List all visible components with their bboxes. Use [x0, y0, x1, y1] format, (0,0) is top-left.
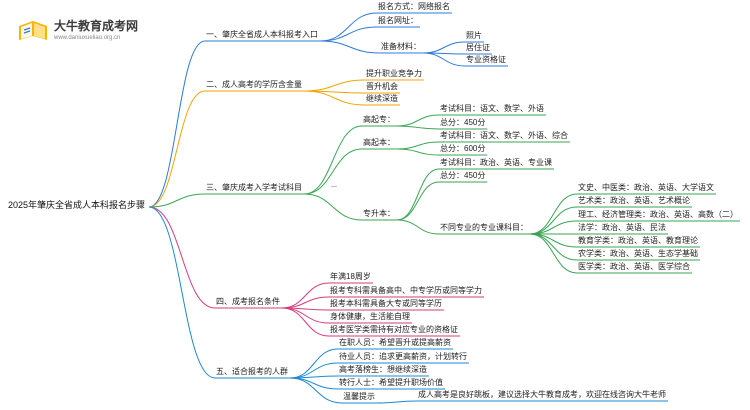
edge-connector [303, 90, 366, 106]
edge-connector [289, 377, 343, 404]
condition-medical-certificate: 报考医学类需持有对应专业的资格证 [330, 325, 458, 334]
gqb-total: 总分：600分 [440, 144, 486, 153]
audience-tips: 温馨提示 [343, 392, 375, 401]
major-medicine: 医学类：政治、英语、医学综合 [578, 262, 690, 271]
brand-title: 大牛教育成考网 [54, 19, 139, 33]
edge-connector [289, 377, 339, 390]
condition-health: 身体健康，生活能自理 [330, 312, 410, 321]
root-branch-1-connector [148, 40, 206, 208]
edge-connector [529, 233, 578, 274]
root-topic: 2025年肇庆全省成人本科报名步骤 [8, 200, 146, 210]
book-right-page [34, 23, 45, 39]
edge-connector [529, 206, 578, 235]
edge-connector [303, 79, 366, 92]
audience-career-changers: 转行人士：希望提升职场价值 [339, 378, 443, 387]
edge-connector [281, 307, 330, 337]
root-branch-3-connector [149, 193, 206, 208]
collapse-toggle[interactable]: — [331, 184, 337, 190]
branch-3-title: 三、肇庆成考入学考试科目 [206, 183, 302, 192]
root-branch-5-connector [148, 206, 216, 379]
material-professional-certificate: 专业资格证 [466, 55, 506, 64]
open-book-icon [19, 21, 47, 40]
edge-connector [319, 26, 378, 42]
edge-connector [319, 40, 381, 54]
edge-connector [396, 181, 440, 221]
branch-2-title: 二、成人高考的学历含金量 [206, 80, 302, 89]
gqb-label: 高起本： [363, 138, 395, 147]
major-science-economics: 理工、经济管理类：政治、英语、高数（二） [578, 210, 738, 219]
major-literature: 文史、中医类：政治、英语、大学语文 [578, 183, 714, 192]
edge-connector [422, 52, 466, 67]
brand-url: www.daniuxueliao.org.cn [54, 35, 121, 41]
branch-4-title: 四、成考报名条件 [216, 297, 280, 306]
audience-unemployed: 待业人员：追求更高薪资，计划转行 [339, 352, 467, 361]
branch-5-title: 五、适合报考的人群 [216, 367, 288, 376]
root-branch-2-connector [148, 90, 206, 208]
zsb-label: 专升本： [363, 209, 395, 218]
edge-connector [396, 125, 440, 130]
gqz-total: 总分：450分 [440, 118, 486, 127]
edge-connector [303, 125, 363, 195]
major-law: 法学：政治、英语、民法 [578, 223, 666, 232]
audience-employed: 在职人员：希望晋升或提高薪资 [339, 338, 451, 347]
branch-1-materials: 准备材料： [381, 42, 421, 51]
book-blue-stroke [23, 27, 31, 34]
edge-connector [396, 141, 440, 150]
edge-connector [376, 400, 418, 404]
branch-1-registration-method: 报名方式：网络报名 [378, 2, 450, 11]
tip-consult: 成人高考是良好跳板，建议选择大牛教育成考，欢迎在线咨询大牛老师 [418, 390, 666, 399]
edge-connector [281, 282, 330, 309]
material-residence-permit: 居住证 [466, 43, 490, 52]
gqb-subjects: 考试科目：语文、数学、外语、综合 [440, 131, 568, 140]
zsb-total: 总分：450分 [440, 171, 486, 180]
condition-bachelor-degree: 报考本科需具备大专或同等学历 [330, 299, 442, 308]
edge-connector [396, 114, 440, 127]
gqz-label: 高起专： [363, 115, 395, 124]
major-arts: 艺术类：政治、英语、艺术概论 [578, 196, 690, 205]
edge-connector [303, 193, 363, 221]
edge-connector [422, 41, 466, 54]
root-branch-4-connector [149, 206, 216, 309]
branch-1-title: 一、肇庆全省成人本科报考入口 [206, 30, 318, 39]
value-career-competitiveness: 提升职业竞争力 [366, 69, 422, 78]
zsb-major-subjects: 不同专业的专业课科目： [440, 223, 528, 232]
condition-age: 年满18周岁 [330, 272, 371, 281]
edge-connector [281, 296, 330, 309]
condition-associate-degree: 报考专科需具备高中、中专学历或同等学力 [330, 286, 482, 295]
major-agriculture: 农学类：政治、英语、生态学基础 [578, 249, 698, 258]
major-education: 教育学类：政治、英语、教育理论 [578, 236, 698, 245]
value-further-study: 继续深造 [366, 94, 398, 103]
material-photo: 照片 [466, 31, 482, 40]
zsb-subjects: 考试科目：政治、英语、专业课 [440, 158, 552, 167]
edge-connector [396, 168, 440, 221]
audience-exam-retakers: 高考落榜生：想继续深造 [339, 365, 427, 374]
book-left-page [21, 23, 32, 39]
edge-connector [396, 219, 440, 235]
value-promotion: 晋升机会 [366, 82, 398, 91]
edge-connector [303, 148, 363, 195]
edge-connector [396, 148, 440, 156]
branch-1-registration-url: 报名网址： [378, 16, 418, 25]
gqz-subjects: 考试科目：语文、数学、外语 [440, 104, 544, 113]
edge-connector [529, 233, 578, 248]
